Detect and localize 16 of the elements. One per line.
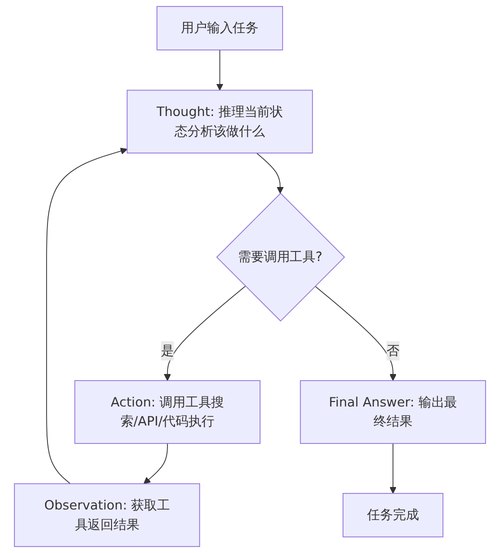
edge-label: 是 [160,342,174,358]
node-box: 任务完成 [342,492,444,538]
arrow [164,286,246,381]
node-box: 用户输入任务 [156,6,284,50]
arrow [46,148,128,484]
arrow [144,443,168,484]
node-box: Observation: 获取工具返回结果 [14,483,200,547]
node-box: Thought: 推理当前状态分析该做什么 [126,90,313,154]
arrow [314,286,397,381]
node-box: Action: 调用工具搜索/API/代码执行 [74,380,260,444]
edge-label: 否 [386,342,400,358]
arrow [256,152,284,194]
node-box: Final Answer: 输出最终结果 [300,380,486,444]
arrow [389,443,397,494]
arrow [216,50,224,91]
node-diamond: 需要调用工具? [216,192,346,322]
